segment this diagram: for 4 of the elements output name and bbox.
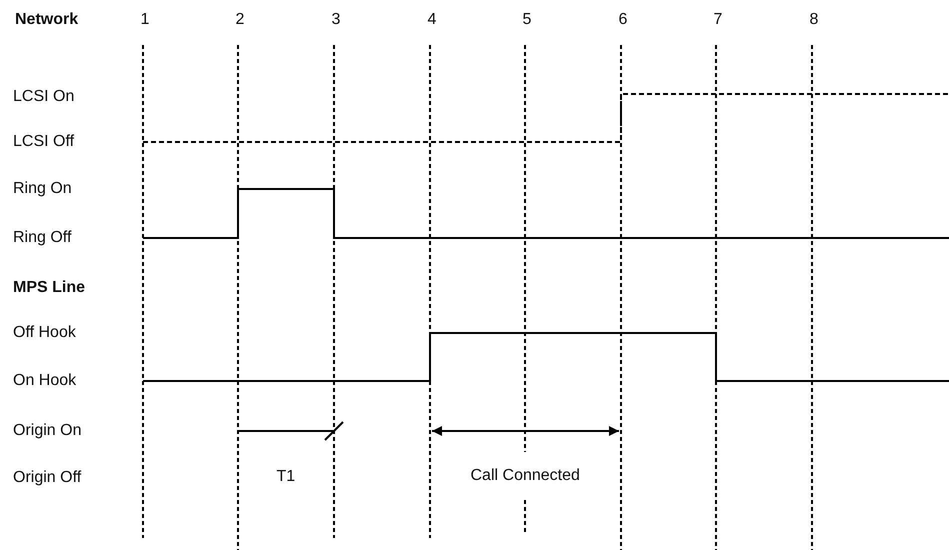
signal-state-label: Origin On: [12, 423, 82, 439]
signal-state-label: Ring Off: [12, 230, 72, 246]
signal-state-label: Origin Off: [12, 470, 82, 486]
signal-state-label: Ring On: [12, 181, 73, 197]
